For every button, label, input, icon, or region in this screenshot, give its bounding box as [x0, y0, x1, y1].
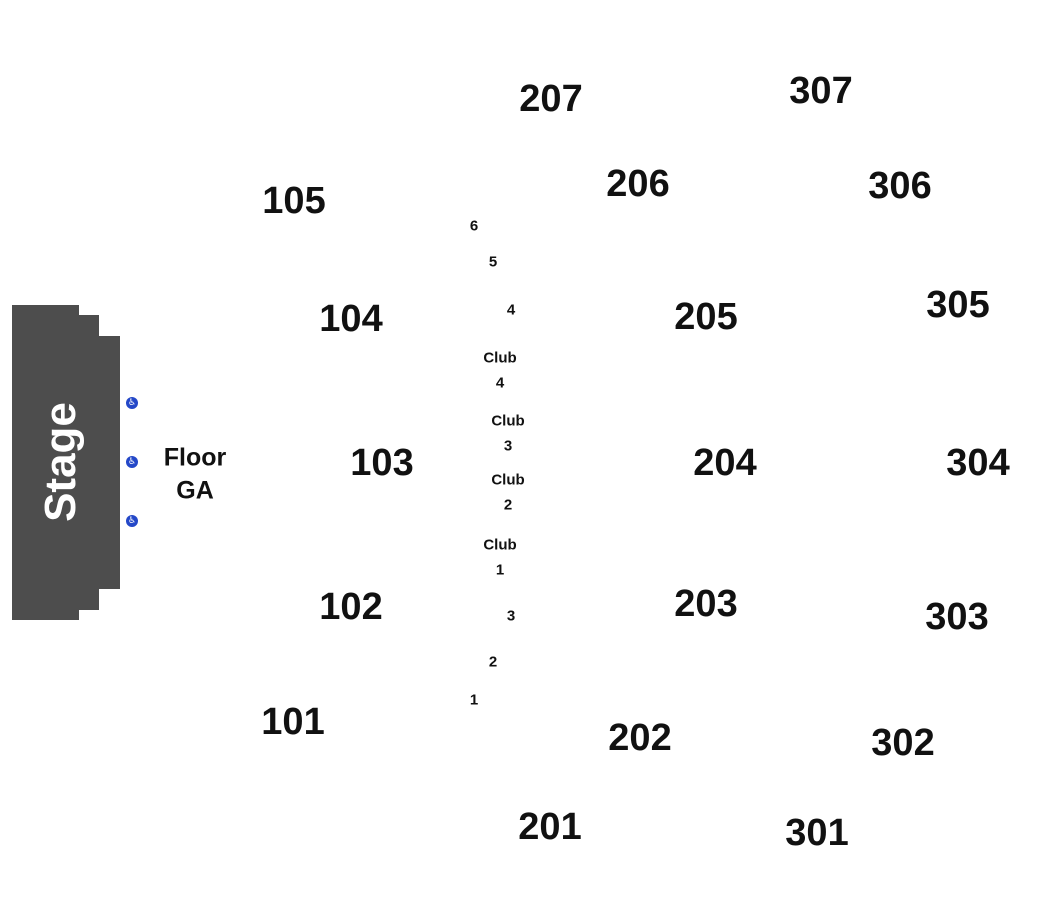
box-1[interactable]: 1	[469, 691, 479, 709]
section-206[interactable]: 206	[606, 163, 670, 205]
section-104[interactable]: 104	[319, 298, 383, 340]
section-306[interactable]: 306	[868, 165, 932, 207]
stage-shape[interactable]	[12, 305, 120, 620]
section-103[interactable]: 103	[350, 442, 414, 484]
club-4-label[interactable]: Club	[483, 349, 517, 367]
club-1-number[interactable]: 1	[495, 561, 505, 579]
floor-label-line1: Floor	[163, 443, 227, 472]
section-204[interactable]: 204	[693, 442, 757, 484]
wheelchair-icon: ♿	[126, 515, 138, 527]
club-2-number[interactable]: 2	[503, 496, 513, 514]
section-102[interactable]: 102	[319, 586, 383, 628]
section-202[interactable]: 202	[608, 717, 672, 759]
club-3-label[interactable]: Club	[491, 412, 525, 430]
box-6[interactable]: 6	[469, 217, 479, 235]
club-1-label[interactable]: Club	[483, 536, 517, 554]
section-101[interactable]: 101	[261, 701, 325, 743]
section-floor-ga[interactable]: Floor GA	[164, 442, 227, 507]
section-205[interactable]: 205	[674, 296, 738, 338]
club-4-number[interactable]: 4	[495, 374, 505, 392]
section-207[interactable]: 207	[519, 78, 583, 120]
stage-label: Stage	[36, 402, 85, 522]
section-105[interactable]: 105	[262, 180, 326, 222]
section-203[interactable]: 203	[674, 583, 738, 625]
club-2-label[interactable]: Club	[491, 471, 525, 489]
section-304[interactable]: 304	[946, 442, 1010, 484]
club-3-number[interactable]: 3	[503, 437, 513, 455]
section-302[interactable]: 302	[871, 722, 935, 764]
wheelchair-icon: ♿	[126, 456, 138, 468]
wheelchair-icon: ♿	[126, 397, 138, 409]
section-301[interactable]: 301	[785, 812, 849, 854]
box-2[interactable]: 2	[488, 653, 498, 671]
box-3[interactable]: 3	[506, 607, 516, 625]
box-4[interactable]: 4	[506, 301, 516, 319]
section-305[interactable]: 305	[926, 284, 990, 326]
section-303[interactable]: 303	[925, 596, 989, 638]
section-307[interactable]: 307	[789, 70, 853, 112]
box-5[interactable]: 5	[488, 253, 498, 271]
section-201[interactable]: 201	[518, 806, 582, 848]
floor-label-line2: GA	[176, 476, 214, 504]
